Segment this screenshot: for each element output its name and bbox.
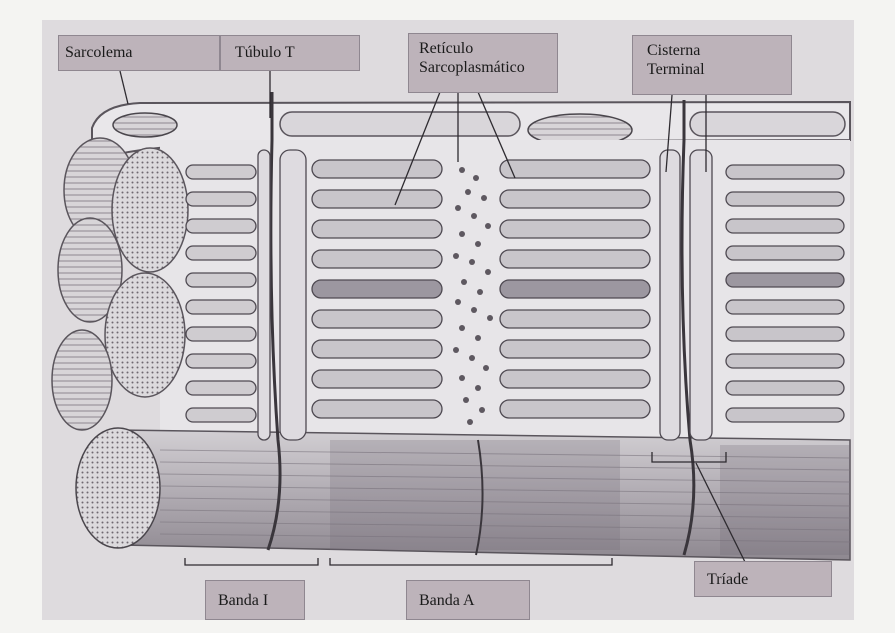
- label-triade-text: Tríade: [707, 570, 825, 589]
- label-tubulo-t-text: Túbulo T: [235, 43, 353, 62]
- terminal-cistern: [280, 150, 306, 440]
- label-banda-a: Banda A: [406, 580, 530, 620]
- label-cisterna-line2: Terminal: [647, 60, 785, 79]
- upper-cistern-bar-right: [690, 112, 845, 136]
- label-reticulo-line2: Sarcoplasmático: [419, 58, 551, 77]
- reticulum-tubules-center-left: [312, 160, 442, 418]
- upper-cistern-bar: [280, 112, 520, 136]
- reticulum-tubules-center-right: [500, 160, 650, 418]
- myofibril-end: [105, 273, 185, 397]
- label-sarcolema: Sarcolema: [58, 35, 220, 71]
- myofibril-end: [52, 330, 112, 430]
- myofibril-cylinder-end: [76, 428, 160, 548]
- label-reticulo-line1: Retículo: [419, 39, 551, 58]
- terminal-cistern: [690, 150, 712, 440]
- label-sarcolema-text: Sarcolema: [65, 43, 213, 62]
- myofibril-end: [112, 148, 188, 272]
- label-cisterna-line1: Cisterna: [647, 41, 785, 60]
- label-reticulo-sarcoplasmatico: Retículo Sarcoplasmático: [408, 33, 558, 93]
- a-band-shading: [330, 440, 620, 550]
- a-band-shading: [720, 445, 850, 555]
- terminal-cistern: [660, 150, 680, 440]
- terminal-cistern: [258, 150, 270, 440]
- label-triade: Tríade: [694, 561, 832, 597]
- label-tubulo-t: Túbulo T: [220, 35, 360, 71]
- mitochondrion-left: [113, 113, 177, 137]
- label-banda-i: Banda I: [205, 580, 305, 620]
- label-banda-i-text: Banda I: [218, 591, 298, 610]
- label-banda-a-text: Banda A: [419, 591, 523, 610]
- label-cisterna-terminal: Cisterna Terminal: [632, 35, 792, 95]
